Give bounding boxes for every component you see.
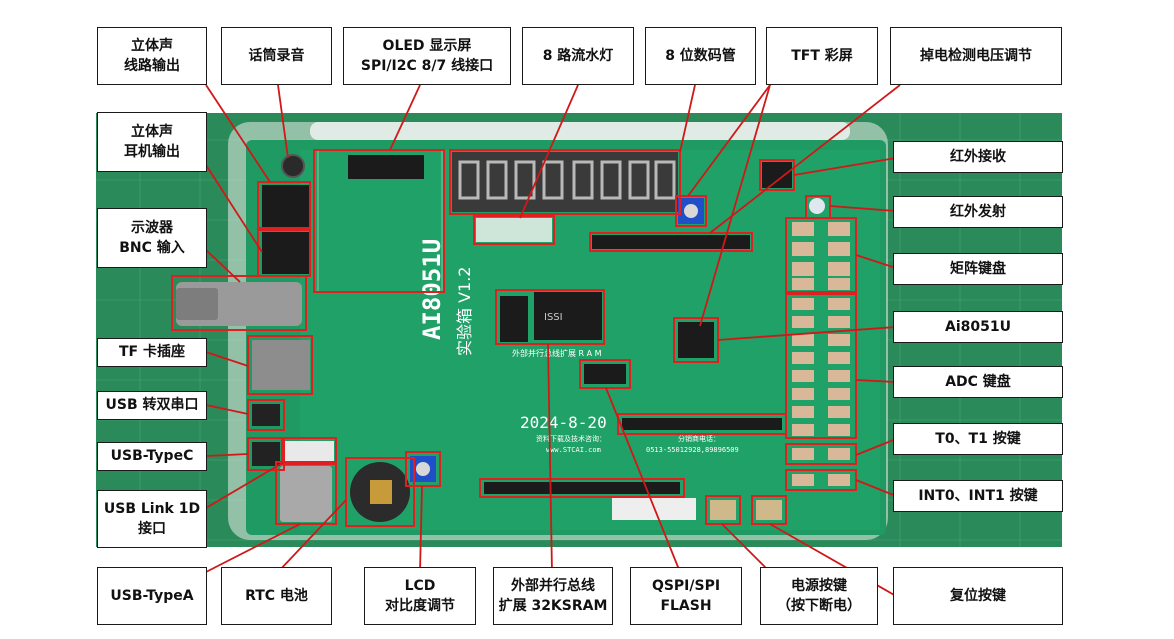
ext-bus-header (484, 482, 680, 494)
usb-serial-header (252, 404, 280, 426)
qspi-header (622, 418, 782, 430)
matrix-keys (792, 222, 850, 290)
label-ir-receive: 红外接收 (893, 141, 1063, 173)
hl-usb-link (281, 437, 337, 465)
label-usb-typec: USB-TypeC (97, 442, 207, 471)
label-ir-transmit: 红外发射 (893, 196, 1063, 228)
ext-bus-silkscreen: 外部并行总线扩展 R A M (512, 348, 602, 358)
t0-t1-key-caps (792, 448, 850, 460)
board-date: 2024-8-20 (520, 413, 607, 432)
seven-seg-digits (458, 160, 676, 200)
ir-receiver (762, 162, 792, 188)
case-latch-top (310, 122, 850, 140)
hl-adc (785, 293, 857, 439)
latch-chip (500, 296, 528, 342)
sram-chip-text: ISSI (544, 312, 563, 323)
label-matrix-keypad: 矩阵键盘 (893, 253, 1063, 285)
audio-jack-line-out (262, 185, 310, 227)
hl-usb-serial (247, 399, 285, 431)
hotline-silkscreen: 分销商电话： (678, 434, 720, 443)
hl-tf (247, 335, 313, 395)
label-t0-t1-keys: T0、T1 按键 (893, 423, 1063, 455)
support-silkscreen: 资料下载及技术咨询： (536, 434, 606, 443)
phone-silkscreen: 0513-55012928,89896509 (646, 446, 739, 454)
label-tft-screen: TFT 彩屏 (766, 27, 878, 85)
hl-ext-bus (479, 478, 685, 498)
label-usb-typea: USB-TypeA (97, 567, 207, 625)
label-lcd-contrast: LCD 对比度调节 (364, 567, 476, 625)
led-row (476, 218, 552, 242)
board-title: AI8051U (418, 239, 446, 340)
hl-seven-seg (449, 149, 681, 215)
mcu-package (678, 322, 714, 358)
label-mcu-chip: Ai8051U (893, 311, 1063, 343)
hl-qspi (617, 413, 787, 435)
power-button (710, 500, 736, 520)
website-silkscreen: www.STCAI.com (546, 446, 601, 454)
audio-jack-headphone (262, 232, 310, 274)
detect-pot-knob (684, 204, 698, 218)
label-adc-keypad: ADC 键盘 (893, 366, 1063, 398)
label-power-key: 电源按键 （按下断电） (760, 567, 878, 625)
tft-header (592, 235, 750, 249)
label-ext-bus-sram: 外部并行总线 扩展 32KSRAM (493, 567, 613, 625)
label-usb-dual-serial: USB 转双串口 (97, 391, 207, 420)
hl-lcd (405, 451, 441, 487)
hl-sram (495, 289, 605, 345)
microphone (281, 154, 305, 178)
tf-socket (252, 340, 310, 390)
usb-link-socket (284, 441, 334, 461)
hl-bnc (171, 275, 307, 331)
label-tf-slot: TF 卡插座 (97, 338, 207, 367)
label-led-flow: 8 路流水灯 (522, 27, 634, 85)
highlight-boxes (171, 149, 857, 527)
label-stereo-line-out: 立体声 线路输出 (97, 27, 207, 85)
hl-rtc (345, 457, 415, 527)
label-reset-key: 复位按键 (893, 567, 1063, 625)
lcd-pot-knob (416, 462, 430, 476)
hl-typea (275, 461, 337, 525)
board-subtitle: 实验箱 V1.2 (455, 267, 474, 356)
ir-led (809, 198, 825, 214)
hl-flash (579, 359, 631, 389)
usb-typea-socket (280, 466, 332, 522)
label-qspi-flash: QSPI/SPI FLASH (630, 567, 742, 625)
hl-tft (589, 232, 753, 252)
rtc-battery-clip (370, 480, 392, 504)
hl-line-out (257, 181, 311, 229)
label-power-detect: 掉电检测电压调节 (890, 27, 1062, 85)
adc-keys (792, 298, 850, 436)
reset-button (756, 500, 782, 520)
hl-t0-t1 (785, 443, 857, 465)
flash-chip (584, 364, 626, 384)
leader-lines (205, 84, 901, 597)
label-stereo-headphone: 立体声 耳机输出 (97, 112, 207, 172)
label-int0-int1-keys: INT0、INT1 按键 (893, 480, 1063, 512)
hl-leds (473, 215, 555, 245)
label-mic-record: 话筒录音 (221, 27, 332, 85)
int-key-caps (792, 474, 850, 486)
oled-header (348, 155, 424, 179)
label-usb-link-1d: USB Link 1D 接口 (97, 490, 207, 548)
hl-detect (675, 195, 707, 227)
label-scope-bnc: 示波器 BNC 输入 (97, 208, 207, 268)
sram-chip (534, 292, 602, 340)
label-seven-seg: 8 位数码管 (645, 27, 756, 85)
hl-reset-key (751, 495, 787, 525)
label-oled-display: OLED 显示屏 SPI/I2C 8/7 线接口 (343, 27, 511, 85)
bnc-connector-front (176, 288, 218, 320)
label-rtc-battery: RTC 电池 (221, 567, 332, 625)
hl-oled (313, 149, 445, 293)
